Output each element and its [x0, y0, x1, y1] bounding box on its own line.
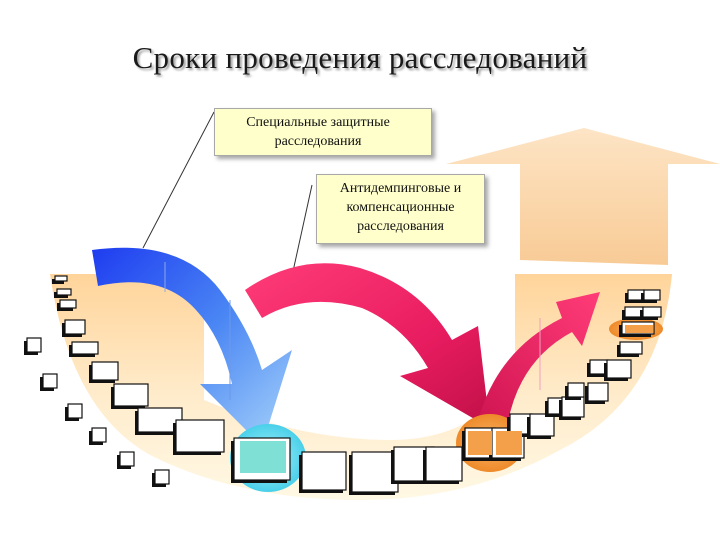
timeline-block-highlighted — [240, 441, 286, 473]
timeline-block — [619, 341, 643, 355]
timeline-blocks — [24, 275, 662, 495]
timeline-block — [425, 446, 463, 482]
peach-up-arrow — [446, 128, 720, 265]
timeline-block — [119, 451, 135, 467]
timeline-block — [606, 359, 632, 379]
timeline-block — [175, 419, 225, 453]
timeline-block — [643, 289, 661, 301]
timeline-block — [54, 275, 68, 282]
pink-up-arrow — [478, 292, 600, 422]
timeline-block — [587, 382, 609, 402]
callout-line-safeguard — [142, 111, 215, 249]
timeline-block — [154, 469, 170, 485]
timeline-block — [67, 403, 83, 419]
timeline-block — [113, 383, 149, 407]
label-antidumping-investigations: Антидемпинговые и компенсационные рассле… — [316, 174, 485, 244]
timeline-block — [26, 337, 42, 353]
page-title: Сроки проведения расследований — [132, 40, 588, 75]
timeline-block — [301, 451, 347, 491]
timeline-block — [567, 382, 585, 398]
timeline-block — [56, 288, 72, 296]
timeline-block — [91, 361, 119, 381]
timeline-block-highlighted — [496, 431, 522, 455]
timeline-block — [64, 319, 86, 335]
timeline-block — [59, 299, 77, 309]
pink-curved-arrow — [245, 263, 490, 428]
timeline-block — [71, 341, 99, 355]
timeline-block — [91, 427, 107, 443]
timeline-block — [351, 451, 399, 493]
timeline-block — [42, 373, 58, 389]
timeline-block — [529, 413, 555, 437]
blue-curved-arrow — [92, 247, 292, 446]
timeline-block-highlighted — [625, 325, 653, 333]
timeline-block — [642, 306, 662, 318]
timeline-block-highlighted — [468, 431, 492, 455]
label-safeguard-investigations: Специальные защитные расследования — [214, 108, 432, 156]
